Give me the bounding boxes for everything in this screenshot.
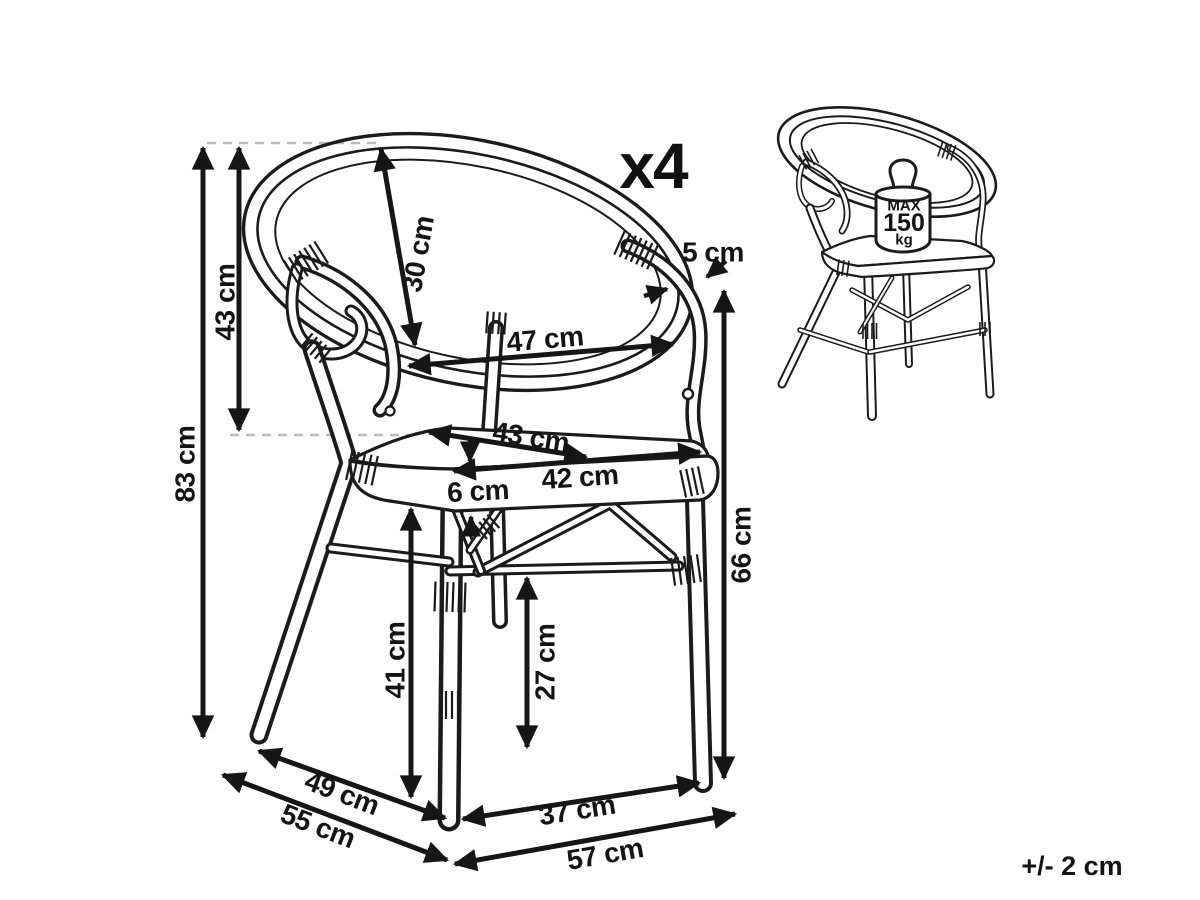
- wrap-back-leg: [433, 581, 467, 613]
- wrap-backrest-right: [613, 230, 659, 270]
- wrap-small-left: [798, 148, 820, 170]
- weight-max-label: MAX: [887, 198, 920, 215]
- dim-label-total-height: 83 cm: [170, 426, 201, 503]
- dim-label-front-leg-span: 37 cm: [537, 789, 618, 832]
- armrest-tab: [681, 387, 695, 401]
- weight-body: [874, 192, 932, 254]
- dim-label-stretcher-height: 27 cm: [530, 624, 561, 701]
- dim-line-total-depth: [220, 772, 450, 863]
- dim-line-tube-right: [705, 256, 729, 279]
- wrap-front-right-leg: [670, 554, 702, 586]
- weight-top: [874, 185, 932, 203]
- dim-line-total-width: [452, 806, 738, 872]
- dim-label-armrest-height: 66 cm: [726, 507, 757, 584]
- wrap-seat-right: [679, 466, 705, 498]
- dim-label-frame-tube: 5 cm: [682, 237, 744, 268]
- dim-label-seat-thickness: 6 cm: [446, 474, 509, 508]
- dim-line-seat-width: [451, 442, 703, 481]
- wrap-small-seat: [836, 259, 850, 277]
- armrest-tip-tab: [384, 405, 396, 417]
- weight-value-label: 150: [883, 209, 925, 237]
- dim-line-tube-left: [643, 284, 669, 305]
- wrap-back-leg-low: [438, 691, 460, 719]
- weight-knob: [888, 158, 918, 192]
- dim-label-backrest-height: 43 cm: [210, 264, 241, 341]
- quantity-label: x4: [619, 130, 689, 202]
- dim-label-backrest-depth: 30 cm: [396, 213, 440, 294]
- dim-label-seat-height: 41 cm: [380, 622, 411, 699]
- wrap-curl: [300, 332, 332, 364]
- wrap-small-leg: [862, 323, 878, 339]
- tolerance-note: +/- 2 cm: [1021, 851, 1122, 881]
- wrap-post-top: [485, 311, 507, 335]
- weight-unit-label: kg: [895, 232, 913, 249]
- dim-label-seat-width: 42 cm: [541, 459, 620, 495]
- reference-chair-drawing: MAX 150 kg: [776, 106, 998, 421]
- wrap-seat-left: [345, 450, 379, 486]
- dimension-lines: [191, 145, 738, 872]
- wrap-small-right: [937, 140, 957, 161]
- wrap-small-leg2: [979, 322, 991, 336]
- dim-label-total-width: 57 cm: [564, 832, 645, 876]
- dim-label-armrest-inner-width: 47 cm: [505, 320, 584, 358]
- dim-line-backrest-depth: [373, 146, 423, 348]
- dim-line-armrest-inner-width: [406, 334, 676, 376]
- max-load-weight: MAX 150 kg: [874, 158, 932, 254]
- wrap-backrest-left: [282, 240, 330, 284]
